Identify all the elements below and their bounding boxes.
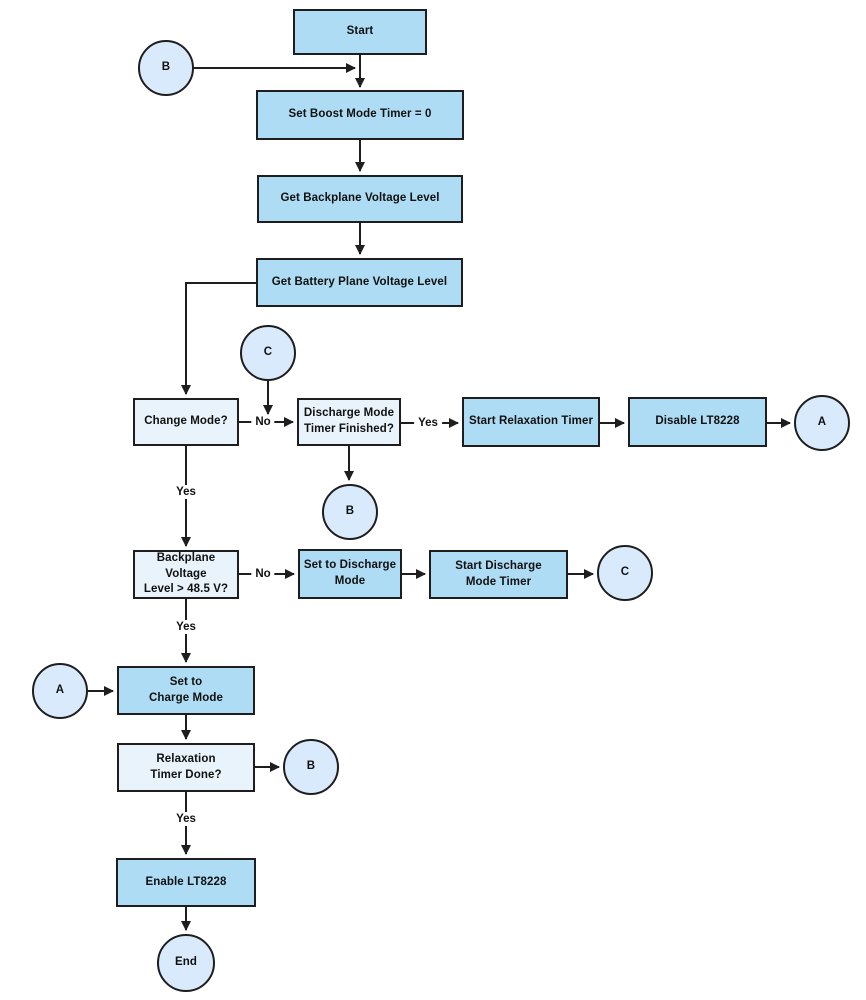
get-battery-plane-voltage-box: Get Battery Plane Voltage Level (256, 258, 463, 307)
edge-getbattery-to-changemode (181, 282, 256, 395)
backplane-voltage-decision: Backplane Voltage Level > 48.5 V? (133, 550, 239, 599)
edge-label-change-yes: Yes (172, 485, 200, 499)
edge-label-backplane-no: No (251, 567, 275, 581)
connector-a-left: A (32, 663, 88, 719)
edge-label-relaxation-yes: Yes (172, 812, 200, 826)
connector-b-top: B (138, 40, 194, 96)
get-backplane-voltage-box: Get Backplane Voltage Level (257, 175, 463, 223)
connector-a-right: A (794, 395, 850, 451)
set-to-discharge-mode-box: Set to Discharge Mode (298, 549, 402, 599)
end-terminal: End (157, 934, 215, 992)
edge-label-change-no: No (251, 415, 275, 429)
relaxation-timer-done-decision: Relaxation Timer Done? (117, 743, 255, 792)
set-boost-mode-timer-box: Set Boost Mode Timer = 0 (256, 90, 464, 140)
discharge-timer-finished-decision: Discharge Mode Timer Finished? (297, 398, 401, 446)
set-to-charge-mode-box: Set to Charge Mode (117, 666, 255, 715)
connector-c-mid: C (240, 325, 296, 381)
connector-b-mid: B (322, 484, 378, 540)
connector-b-low: B (283, 739, 339, 795)
change-mode-decision: Change Mode? (133, 398, 239, 446)
connector-c-right: C (597, 545, 653, 601)
start-discharge-mode-timer-box: Start Discharge Mode Timer (429, 550, 568, 599)
start-relaxation-timer-box: Start Relaxation Timer (462, 397, 600, 447)
start-box: Start (293, 9, 427, 55)
enable-lt8228-box: Enable LT8228 (116, 858, 256, 907)
edge-label-discharge-yes: Yes (414, 416, 442, 430)
disable-lt8228-box: Disable LT8228 (628, 397, 767, 447)
edge-label-backplane-yes: Yes (172, 620, 200, 634)
